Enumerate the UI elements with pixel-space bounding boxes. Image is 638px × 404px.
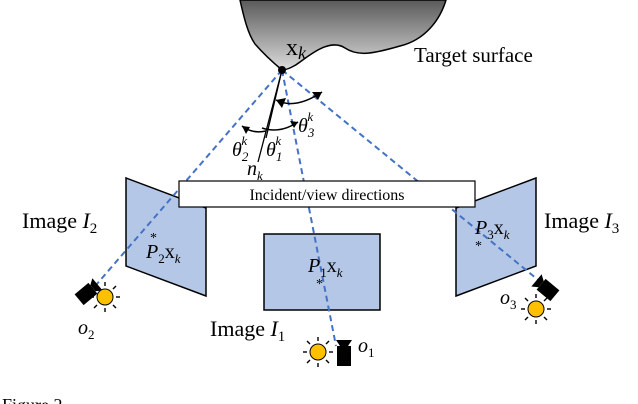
- projection-2-label: P2xk: [145, 241, 181, 266]
- light-3-icon: [521, 294, 551, 324]
- normal-label: nk: [247, 158, 263, 183]
- projection-3-marker: *: [475, 239, 482, 254]
- theta-2-label: θ2k: [232, 133, 249, 164]
- figure-caption-fragment: Figure 2: [2, 395, 63, 404]
- camera-1-label: o1: [358, 335, 375, 360]
- angle-arrow-3a: [312, 92, 322, 100]
- ray-to-camera-3: [281, 69, 549, 289]
- projection-1-label: P1xk: [307, 255, 343, 280]
- surface-point: [278, 66, 286, 74]
- projection-1-marker: *: [316, 277, 323, 292]
- camera-2-icon: [74, 278, 103, 306]
- ray-to-camera-2: [89, 69, 283, 293]
- camera-1-icon: [336, 340, 352, 366]
- image-3-label: Image I3: [544, 208, 619, 237]
- angle-arrow-3b: [276, 98, 286, 108]
- image-plane-3: [455, 176, 537, 298]
- angle-arrow-1a: [290, 121, 298, 128]
- target-surface-shape: [239, 0, 447, 71]
- incident-line: [265, 69, 283, 139]
- angle-arrow-2a: [242, 126, 250, 134]
- ray-to-camera-1: [281, 69, 337, 347]
- image-2-label: Image I2: [22, 208, 97, 237]
- camera-3-icon: [531, 274, 560, 302]
- camera-3-label: o3: [500, 287, 517, 312]
- target-surface-label: Target surface: [414, 43, 533, 67]
- point-label: xk: [286, 35, 307, 63]
- incident-view-label: Incident/view directions: [249, 187, 404, 204]
- camera-2-label: o2: [78, 317, 95, 342]
- light-1-icon: [303, 337, 333, 367]
- light-2-icon: [90, 282, 120, 312]
- image-1-label: Image I1: [210, 316, 285, 345]
- incident-view-box: [178, 180, 476, 208]
- theta-3-label: θ3k: [298, 109, 315, 140]
- theta-1-label: θ1k: [266, 133, 282, 164]
- projection-2-marker: *: [150, 231, 157, 246]
- projection-3-label: P3xk: [474, 217, 510, 242]
